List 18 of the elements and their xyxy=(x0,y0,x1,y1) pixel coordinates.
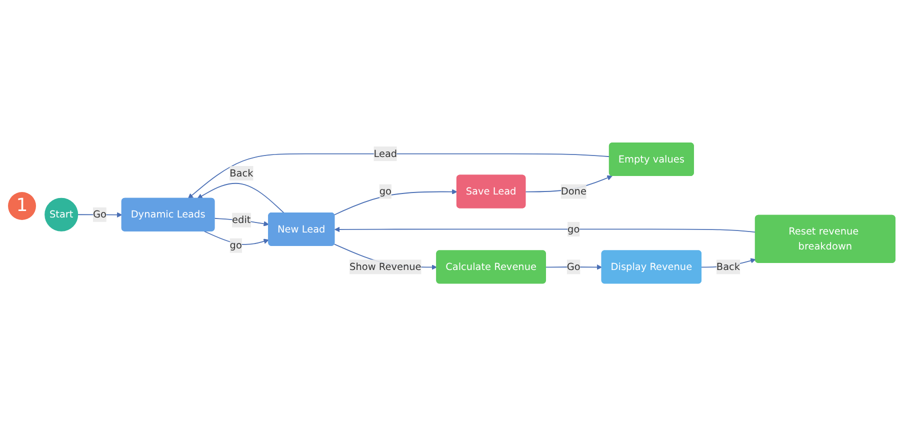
arrow xyxy=(188,153,610,199)
edge-label: Done xyxy=(560,185,586,197)
arrow xyxy=(204,230,269,245)
edge-label: Lead xyxy=(374,148,398,160)
edge-label: go xyxy=(568,223,580,235)
node-circle: Start xyxy=(44,198,78,232)
edge-label: Show Revenue xyxy=(350,260,422,272)
edge-label: Go xyxy=(566,260,580,272)
arrow xyxy=(197,182,285,214)
edge-label: Back xyxy=(230,167,254,179)
edge-label: edit xyxy=(232,214,251,226)
edge-label: Go xyxy=(93,208,106,220)
arrow xyxy=(334,226,756,233)
callout-number: 1 xyxy=(8,192,36,220)
edge-label: go xyxy=(379,185,392,197)
edge-label: Back xyxy=(716,260,740,272)
arrow xyxy=(334,189,458,216)
edge-label: go xyxy=(230,239,242,251)
